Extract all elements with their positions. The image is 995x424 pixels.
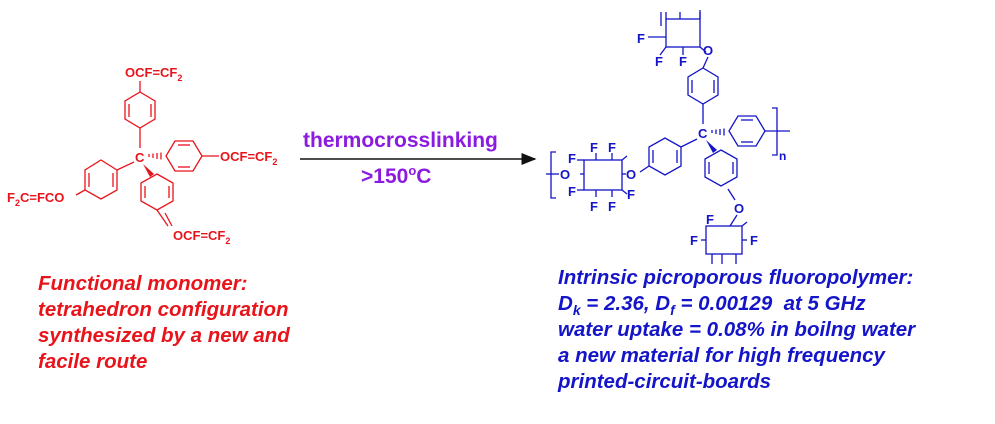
polymer-f-top-2: F (655, 54, 663, 69)
polymer-central-carbon: C (698, 126, 708, 141)
polymer-f-left-5: F (590, 199, 598, 214)
dk-subscript: k (572, 302, 581, 319)
polymer-hashed-bond (711, 128, 725, 136)
monomer-wedge-bond (143, 164, 154, 177)
reaction-label: thermocrosslinking (303, 129, 498, 152)
monomer-hashed-bond (148, 152, 162, 160)
monomer-caption: Functional monomer: tetrahedron configur… (38, 271, 290, 375)
polymer-caption: Intrinsic picroporous fluoropolymer: Dk … (558, 265, 915, 395)
polymer-caption-line-1: Intrinsic picroporous fluoropolymer: (558, 266, 914, 289)
reaction-condition: >150oC (361, 163, 431, 188)
polymer-repeat-n: n (779, 149, 786, 163)
polymer-o-left-outer: O (560, 167, 570, 182)
polymer-f-bottom-3: F (750, 233, 758, 248)
monomer-bottom-substituent: OCF=CF2 (173, 228, 230, 246)
monomer-caption-line-3: synthesized by a new and (38, 324, 290, 347)
monomer-top-substituent: OCF=CF2 (125, 65, 182, 83)
polymer-f-bottom-2: F (690, 233, 698, 248)
reaction-arrow-group: thermocrosslinking >150oC (300, 129, 537, 188)
df-subscript: f (670, 302, 675, 319)
monomer-bottom-ring (140, 173, 174, 211)
polymer-f-left-4: F (568, 184, 576, 199)
polymer-f-bottom-1: F (706, 212, 714, 227)
polymer-left-cyclobutane (577, 153, 628, 197)
df-value: = 0.00129 at 5 GHz (674, 292, 866, 315)
polymer-caption-line-4: a new material for high frequency (558, 344, 885, 367)
polymer-o-top: O (703, 43, 713, 58)
polymer-f-left-6: F (608, 199, 616, 214)
polymer-f-top-3: F (679, 54, 687, 69)
monomer-right-substituent: OCF=CF2 (220, 149, 277, 167)
dk-value: = 2.36, (580, 292, 656, 315)
polymer-f-top-1: F (637, 31, 645, 46)
polymer-bottom-ring (704, 149, 738, 187)
polymer-wedge-bond (706, 140, 717, 153)
polymer-right-bracket (772, 107, 778, 156)
polymer-f-left-2: F (608, 140, 616, 155)
polymer-structure: F F F O C n O (546, 10, 790, 264)
dk-symbol: D (558, 292, 573, 315)
monomer-structure: OCF=CF2 C OCF=CF2 F2C=FCO (7, 65, 277, 246)
polymer-o-left-inner: O (626, 167, 636, 182)
polymer-caption-line-3: water uptake = 0.08% in boilng water (558, 318, 916, 341)
polymer-o-bottom: O (734, 201, 744, 216)
polymer-left-bracket (550, 151, 556, 199)
polymer-left-ring (648, 137, 682, 176)
polymer-f-left-1: F (590, 140, 598, 155)
df-symbol: D (655, 292, 671, 315)
polymer-caption-dielectric: Dk = 2.36, Df = 0.00129 at 5 GHz (558, 291, 915, 319)
polymer-top-cyclobutane (648, 10, 707, 56)
polymer-f-left-7: F (627, 187, 635, 202)
monomer-caption-line-2: tetrahedron configuration (38, 298, 289, 321)
polymer-f-left-3: F (568, 151, 576, 166)
monomer-central-carbon: C (135, 150, 145, 165)
monomer-caption-line-1: Functional monomer: (38, 272, 248, 295)
monomer-left-ring (84, 159, 118, 200)
monomer-left-substituent: F2C=FCO (7, 190, 64, 208)
polymer-bottom-cyclobutane (701, 221, 748, 264)
monomer-caption-line-4: facile route (38, 350, 148, 373)
polymer-caption-line-5: printed-circuit-boards (558, 370, 771, 393)
